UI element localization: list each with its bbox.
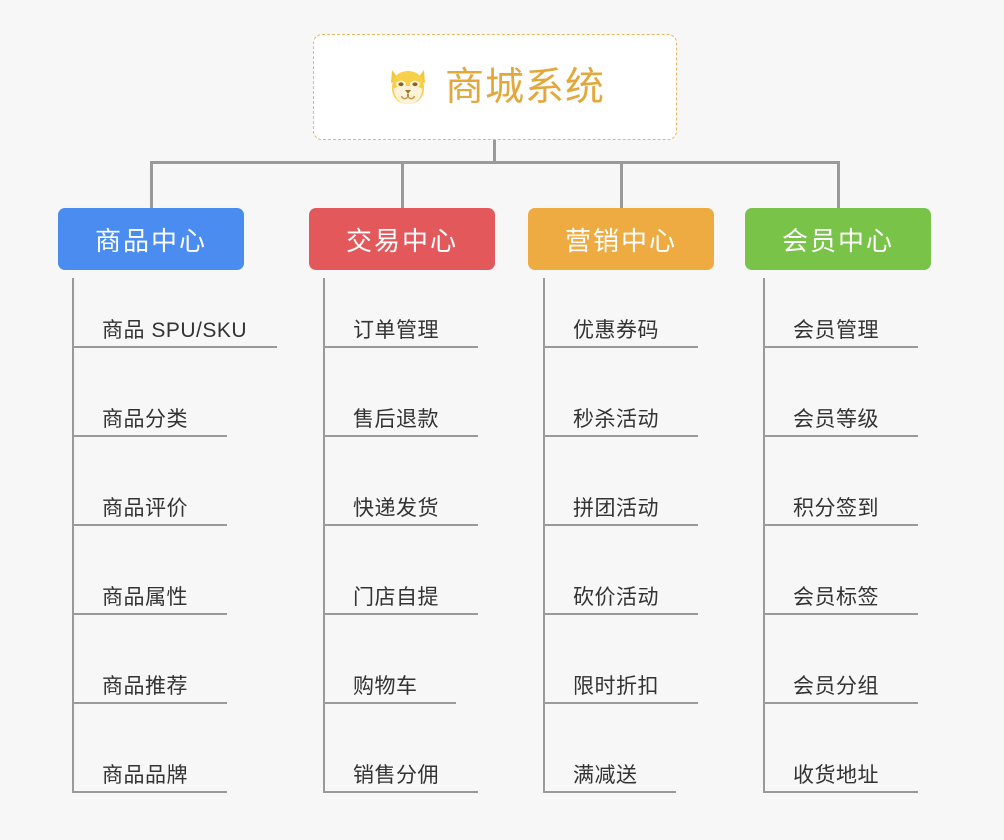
leaf-item[interactable]: 商品品牌 [72,749,227,793]
category-label: 会员中心 [781,225,894,256]
category-box-2[interactable]: 交易中心 [309,208,495,270]
leaf-item-label: 会员分组 [793,675,879,698]
drop-connector-2 [401,161,404,209]
leaf-item-label: 购物车 [353,675,418,698]
leaf-item[interactable]: 销售分佣 [323,749,478,793]
leaf-item-label: 会员等级 [793,408,879,431]
category-box-1[interactable]: 商品中心 [58,208,244,270]
leaf-item-label: 优惠券码 [573,319,659,342]
leaf-item[interactable]: 商品分类 [72,393,227,437]
leaf-item[interactable]: 订单管理 [323,304,478,348]
root-node[interactable]: 商城系统 [313,34,677,140]
leaf-item-label: 秒杀活动 [573,408,659,431]
dog-face-emoji [385,64,431,110]
leaf-item-label: 商品 SPU/SKU [102,319,248,342]
leaf-item[interactable]: 砍价活动 [543,571,698,615]
leaf-item-label: 拼团活动 [573,497,659,520]
leaf-item[interactable]: 限时折扣 [543,660,698,704]
category-label: 交易中心 [345,225,458,256]
leaf-item[interactable]: 满减送 [543,749,676,793]
leaf-item-label: 满减送 [573,764,638,787]
category-label: 商品中心 [94,225,207,256]
leaf-item[interactable]: 会员等级 [763,393,918,437]
drop-connector-4 [837,161,840,209]
column-spine-connector [72,278,74,793]
leaf-item-label: 门店自提 [353,586,439,609]
leaf-item[interactable]: 拼团活动 [543,482,698,526]
leaf-item-label: 商品评价 [102,497,188,520]
leaf-item[interactable]: 会员分组 [763,660,918,704]
leaf-item[interactable]: 秒杀活动 [543,393,698,437]
leaf-item[interactable]: 商品推荐 [72,660,227,704]
leaf-item[interactable]: 商品 SPU/SKU [72,304,277,348]
leaf-item-label: 会员标签 [793,586,879,609]
drop-connector-1 [150,161,153,209]
leaf-item[interactable]: 收货地址 [763,749,918,793]
leaf-item[interactable]: 购物车 [323,660,456,704]
leaf-item[interactable]: 会员标签 [763,571,918,615]
root-stem-connector [493,140,496,164]
leaf-item-label: 商品推荐 [102,675,188,698]
leaf-item-label: 砍价活动 [573,586,659,609]
column-spine-connector [763,278,765,793]
leaf-item[interactable]: 售后退款 [323,393,478,437]
category-label: 营销中心 [564,225,677,256]
leaf-item-label: 快递发货 [353,497,439,520]
leaf-item[interactable]: 商品属性 [72,571,227,615]
leaf-item-label: 限时折扣 [573,675,659,698]
horizontal-bus-connector [150,161,840,164]
column-spine-connector [323,278,325,793]
leaf-item-label: 商品品牌 [102,764,188,787]
root-title: 商城系统 [444,65,605,109]
leaf-item-label: 会员管理 [793,319,879,342]
leaf-item[interactable]: 门店自提 [323,571,478,615]
leaf-item[interactable]: 快递发货 [323,482,478,526]
leaf-item-label: 销售分佣 [353,764,439,787]
leaf-item[interactable]: 商品评价 [72,482,227,526]
leaf-item-label: 积分签到 [793,497,879,520]
leaf-item-label: 订单管理 [353,319,439,342]
leaf-item-label: 商品分类 [102,408,188,431]
category-box-4[interactable]: 会员中心 [745,208,931,270]
leaf-item-label: 售后退款 [353,408,439,431]
column-spine-connector [543,278,545,793]
leaf-item-label: 商品属性 [102,586,188,609]
leaf-item[interactable]: 优惠券码 [543,304,698,348]
leaf-item[interactable]: 积分签到 [763,482,918,526]
category-box-3[interactable]: 营销中心 [528,208,714,270]
leaf-item[interactable]: 会员管理 [763,304,918,348]
drop-connector-3 [620,161,623,209]
leaf-item-label: 收货地址 [793,764,879,787]
